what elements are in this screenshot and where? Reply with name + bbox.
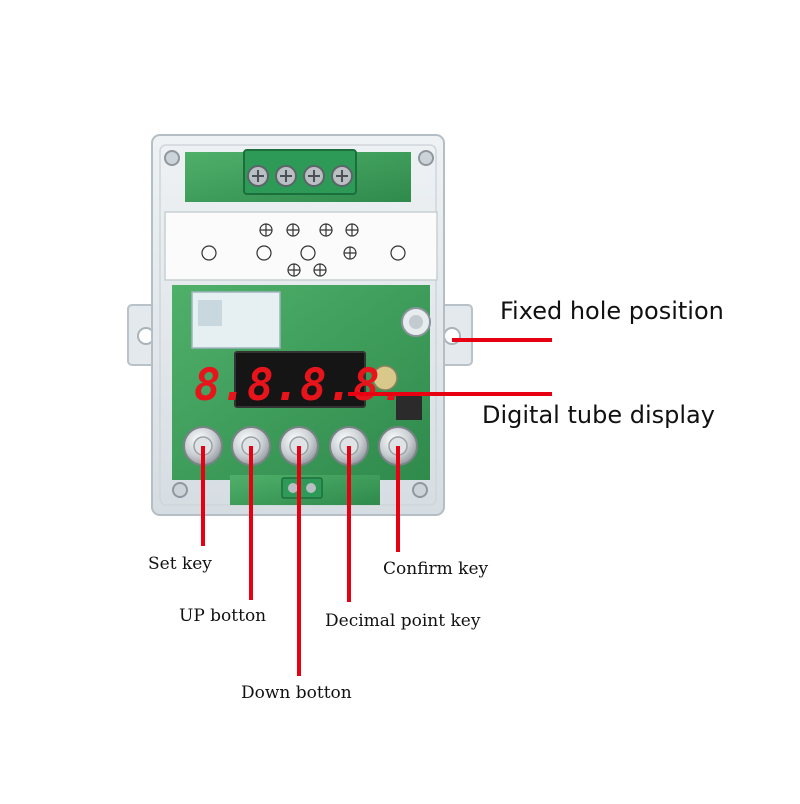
digital-tube-readout: 8.8.8.8. [194,360,406,411]
fixed-hole-label: Fixed hole position [500,297,724,325]
set-key-label: Set key [148,554,212,574]
capacitor [401,307,431,337]
digital-tube-housing [234,351,366,408]
up-button-label: UP botton [179,606,267,626]
digital-tube-label: Digital tube display [482,401,715,429]
callout-lines [201,338,552,676]
down-button-label: Down botton [241,683,352,703]
bottom-terminal [281,477,323,499]
housing-screws [164,150,434,498]
confirm-key-label: Confirm key [383,559,489,579]
decimal-key-label: Decimal point key [325,611,481,631]
screw-terminal-block [243,149,357,195]
label-panel [164,211,438,281]
